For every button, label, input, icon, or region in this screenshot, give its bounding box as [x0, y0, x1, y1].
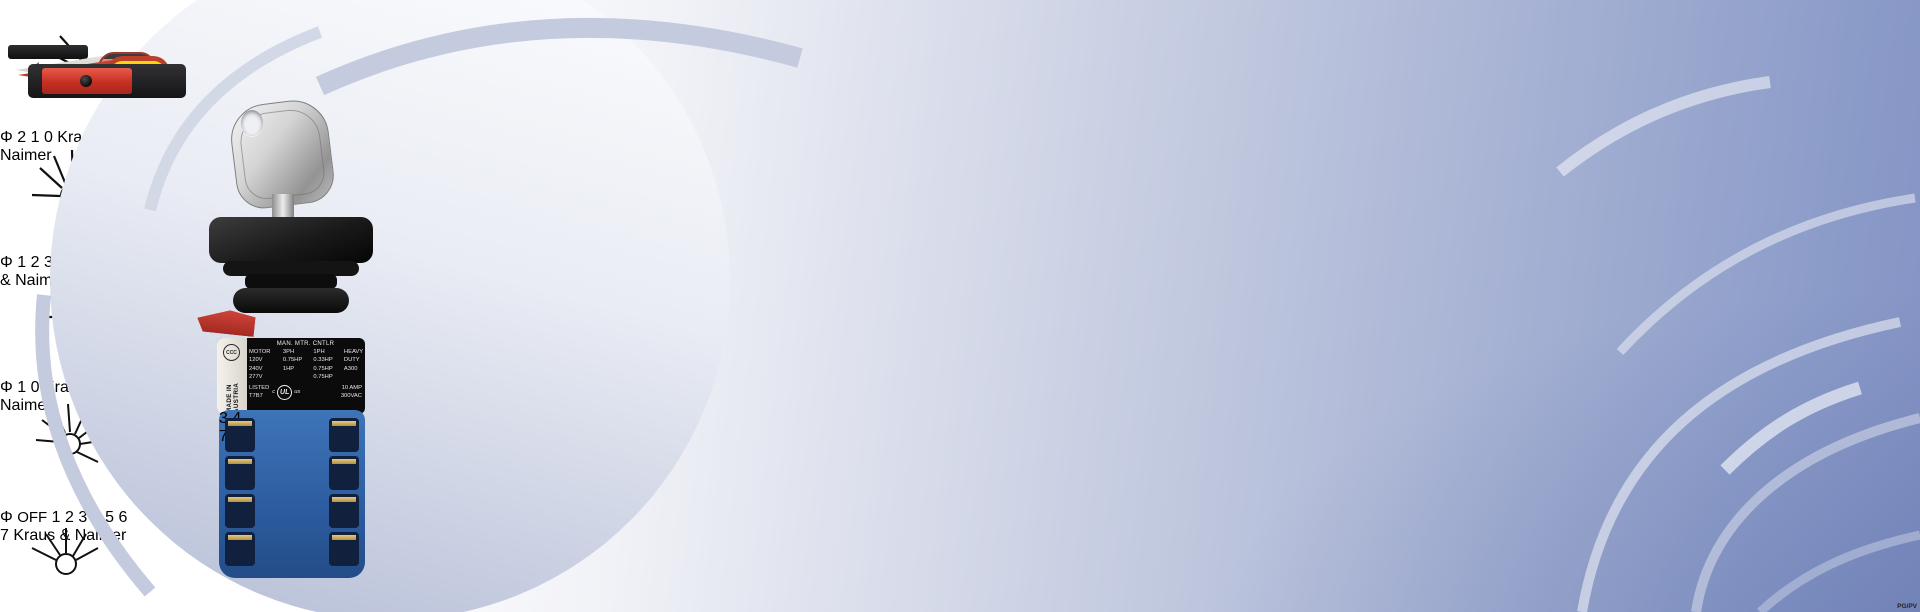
ul-mark-icon: UL	[277, 385, 293, 401]
background-circle	[50, 0, 730, 612]
terminal-screw	[329, 418, 359, 452]
rating-cell: HEAVY	[343, 349, 364, 355]
rating-cell	[344, 373, 362, 381]
position-label: 6	[118, 509, 128, 526]
knob-handle-bar	[8, 45, 88, 59]
rating-label: MAN. MTR. CNTLR MOTOR 3PH 1PH HEAVY 120V 0.7…	[249, 341, 364, 401]
ul-c-text: c	[272, 388, 276, 395]
handle-symbol: Φ	[0, 379, 13, 396]
switch-collar	[223, 261, 359, 276]
terminal-screw	[225, 494, 255, 528]
position-label: 0	[43, 129, 53, 146]
position-label: 7	[0, 527, 9, 544]
terminal-block: 3 4 7 8	[219, 410, 365, 578]
terminal-number: 7	[219, 428, 228, 445]
rating-cell: 1HP	[282, 365, 295, 372]
terminal-screw	[329, 532, 359, 566]
terminal-number: 3	[219, 410, 228, 427]
terminal-screw	[225, 418, 255, 452]
terminal-screw	[225, 456, 255, 490]
position-label: 1	[17, 254, 27, 271]
position-label: 3	[78, 509, 88, 526]
made-in-text: MADE IN AUSTRIA	[226, 382, 240, 413]
terminal-column-left	[223, 418, 257, 570]
switching-diagram-plate-star-delta: Φ Δ Y 0 Y Δ	[0, 504, 132, 612]
position-label: 0	[30, 379, 40, 396]
key-operated-switch: CCC MADE IN AUSTRIA MAN. MTR. CNTLR MOTO…	[203, 96, 383, 598]
plate-type-text: PG/PV	[1897, 603, 1917, 610]
terminal-column-right	[327, 418, 361, 570]
rating-cell: 240V	[249, 365, 263, 372]
terminal-screw	[225, 532, 255, 566]
rating-cell: DUTY	[343, 357, 360, 364]
position-label: 1	[17, 379, 27, 396]
terminal-screw	[329, 494, 359, 528]
terminal-screw	[329, 456, 359, 490]
rating-cell: 0.75HP	[313, 374, 333, 381]
switch-cylinder: CCC MADE IN AUSTRIA MAN. MTR. CNTLR MOTO…	[217, 338, 365, 414]
escutcheon-plate	[209, 217, 373, 263]
position-label: 2	[17, 129, 27, 146]
rating-cell: 3PH	[282, 349, 295, 355]
ul-us-text: us	[294, 388, 301, 395]
rating-cell: 0.33HP	[313, 357, 333, 364]
key-shaft	[272, 194, 294, 224]
rating-cell: A300	[343, 365, 358, 372]
rating-title: MAN. MTR. CNTLR	[276, 341, 335, 347]
position-label: 2	[65, 509, 74, 526]
handle-symbol: Φ	[0, 254, 13, 271]
rating-cell: 0.75HP	[313, 365, 333, 372]
rating-cell: 277V	[249, 374, 263, 381]
position-label: 1	[51, 509, 61, 526]
ccc-mark-icon: CCC	[223, 344, 240, 361]
rating-cell: 120V	[249, 357, 263, 364]
handle-symbol: Φ	[0, 509, 13, 526]
mounting-ring	[233, 288, 349, 313]
side-label-strip: CCC MADE IN AUSTRIA	[217, 338, 247, 414]
key-hole	[241, 110, 263, 136]
position-label: 2	[30, 254, 40, 271]
position-label: 3	[43, 254, 53, 271]
position-label: 1	[30, 129, 40, 146]
lever-bar	[28, 64, 186, 98]
rating-cell: 0.75HP	[282, 357, 303, 364]
switch-collar	[245, 274, 337, 289]
rating-cell	[283, 373, 314, 381]
position-label: 5	[105, 509, 115, 526]
position-label: OFF	[17, 509, 48, 526]
handle-symbol: Φ	[0, 129, 13, 146]
rating-cell: 1PH	[313, 349, 325, 355]
lever-screw-icon	[80, 75, 92, 87]
rating-cell: MOTOR	[249, 349, 271, 355]
